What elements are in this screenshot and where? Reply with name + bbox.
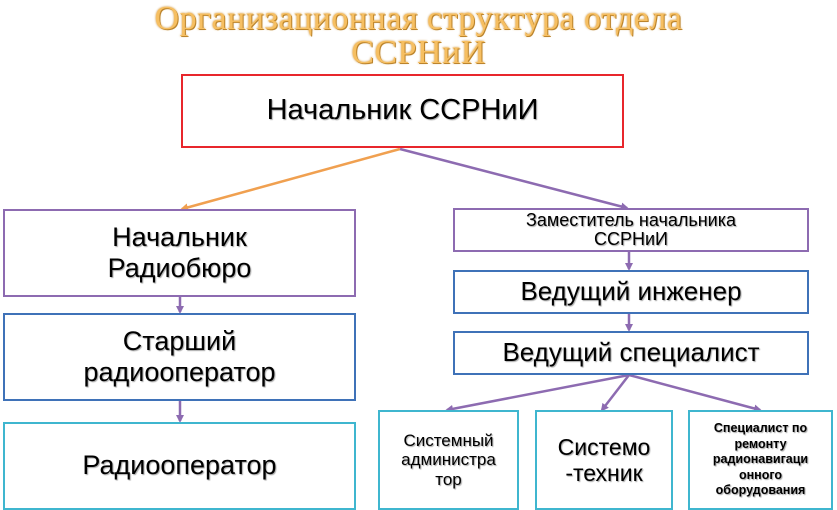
node-radio-operator-label: Радиооператор [82, 450, 277, 481]
arrow-head-to-radio-bureau [180, 147, 401, 212]
title-line-2: ССРНиИ [351, 34, 486, 71]
node-sysadmin-line-3: тор [435, 469, 462, 489]
node-senior-radio-operator: Старший радиооператор [3, 313, 356, 401]
node-radio-bureau-head-line-1: Начальник [112, 221, 247, 252]
arrow-specialist-to-repair [628, 373, 762, 413]
node-systech-line-2: -техник [565, 460, 643, 486]
node-senior-radio-operator-line-2: радиооператор [83, 357, 276, 387]
node-repair-specialist-line-5: оборудования [715, 483, 806, 498]
node-lead-engineer-label: Ведущий инженер [520, 276, 742, 307]
arrow-specialist-to-sysadmin [445, 373, 630, 413]
node-head: Начальник ССРНиИ [181, 74, 624, 148]
node-deputy-head: Заместитель начальника ССРНиИ [453, 208, 809, 252]
page-title: Организационная структура отдела ССРНиИ [0, 2, 837, 70]
node-head-label: Начальник ССРНиИ [266, 94, 539, 127]
node-systech: Системо -техник [535, 410, 673, 510]
arrow-head-to-deputy [399, 147, 629, 211]
node-sysadmin-line-1: Системный [403, 430, 494, 450]
node-deputy-head-line-1: Заместитель начальника [525, 210, 736, 231]
node-radio-operator: Радиооператор [3, 422, 356, 510]
node-sysadmin: Системный администра тор [378, 410, 519, 510]
node-lead-specialist: Ведущий специалист [453, 331, 809, 375]
node-repair-specialist-line-4: онного [738, 467, 783, 482]
node-deputy-head-line-2: ССРНиИ [594, 229, 668, 249]
arrow-specialist-to-systech [600, 374, 630, 412]
node-sysadmin-line-2: администра [401, 450, 496, 470]
node-systech-line-1: Системо [557, 433, 651, 460]
node-lead-engineer: Ведущий инженер [453, 270, 809, 314]
node-radio-bureau-head-line-2: Радиобюро [107, 253, 252, 283]
node-repair-specialist-line-2: ремонту [734, 436, 787, 451]
title-line-1: Организационная структура отдела [154, 0, 683, 37]
node-senior-radio-operator-line-1: Старший [122, 325, 237, 356]
node-repair-specialist: Специалист по ремонту радионавигаци онно… [688, 410, 833, 510]
node-repair-specialist-line-1: Специалист по [713, 420, 808, 435]
node-lead-specialist-label: Ведущий специалист [502, 337, 760, 368]
node-repair-specialist-line-3: радионавигаци [712, 452, 809, 467]
node-radio-bureau-head: Начальник Радиобюро [3, 209, 356, 297]
